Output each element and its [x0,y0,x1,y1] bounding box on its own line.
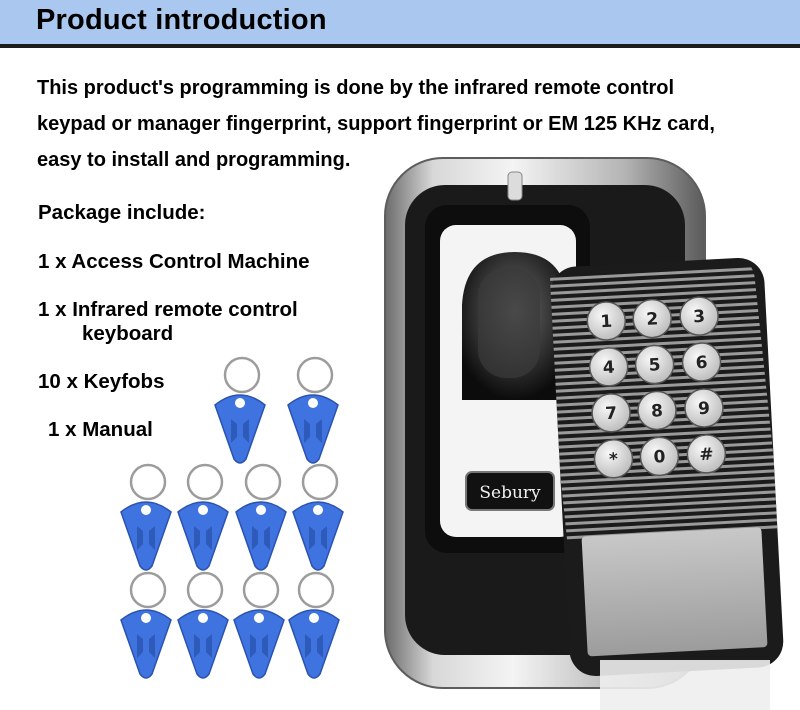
remote-key: 6 [681,342,722,382]
intro-paragraph: This product's programming is done by th… [37,70,777,178]
keyfob [235,463,287,571]
svg-text:7: 7 [605,404,618,425]
keyfob-group [120,356,344,679]
keyfob [292,463,344,571]
intro-line: keypad or manager fingerprint, support f… [37,113,715,135]
brand-logo: Sebury [479,483,541,503]
package-item: 1 x Manual [48,418,153,441]
package-item: 1 x Infrared remote control [38,298,298,321]
remote-key: 1 [586,301,627,341]
svg-text:4: 4 [602,358,615,379]
package-item: 1 x Access Control Machine [38,250,310,273]
remote-key: 2 [632,298,672,339]
svg-text:6: 6 [695,353,708,374]
package-item: 10 x Keyfobs [38,370,165,393]
svg-text:0: 0 [653,447,666,468]
keyfob [120,463,172,571]
page-title: Product introduction [36,4,327,36]
keyfob [177,571,229,679]
keyfob [288,571,340,679]
svg-text:9: 9 [698,399,711,420]
intro-line: easy to install and programming. [37,149,351,171]
keyfob [177,463,229,571]
intro-line: This product's programming is done by th… [37,77,675,99]
svg-text:3: 3 [693,307,706,328]
keyfob [214,356,266,464]
remote-key: 7 [591,393,631,433]
svg-text:1: 1 [600,312,613,333]
keyfob [287,356,339,464]
remote-key: 4 [588,347,629,387]
keyfob [120,571,172,679]
remote-key: 9 [684,388,724,428]
remote-key: 8 [637,390,677,431]
infrared-remote: 1 2 3 4 5 6 7 8 9 * 0 # [549,258,784,676]
remote-key: 0 [639,436,680,477]
svg-text:5: 5 [648,355,661,376]
title-banner: Product introduction [0,0,800,48]
remote-key: 3 [679,296,719,336]
package-item: keyboard [82,322,174,345]
package-heading: Package include: [38,201,206,224]
remote-key: * [593,439,634,479]
remote-key: 5 [634,344,675,385]
svg-text:*: * [609,450,619,470]
keyfob [233,571,285,679]
remote-key: # [686,434,727,474]
svg-text:8: 8 [651,401,664,422]
remote-keypad: 1 2 3 4 5 6 7 8 9 * 0 # [586,296,727,479]
svg-text:#: # [699,445,714,466]
svg-text:2: 2 [646,309,659,330]
